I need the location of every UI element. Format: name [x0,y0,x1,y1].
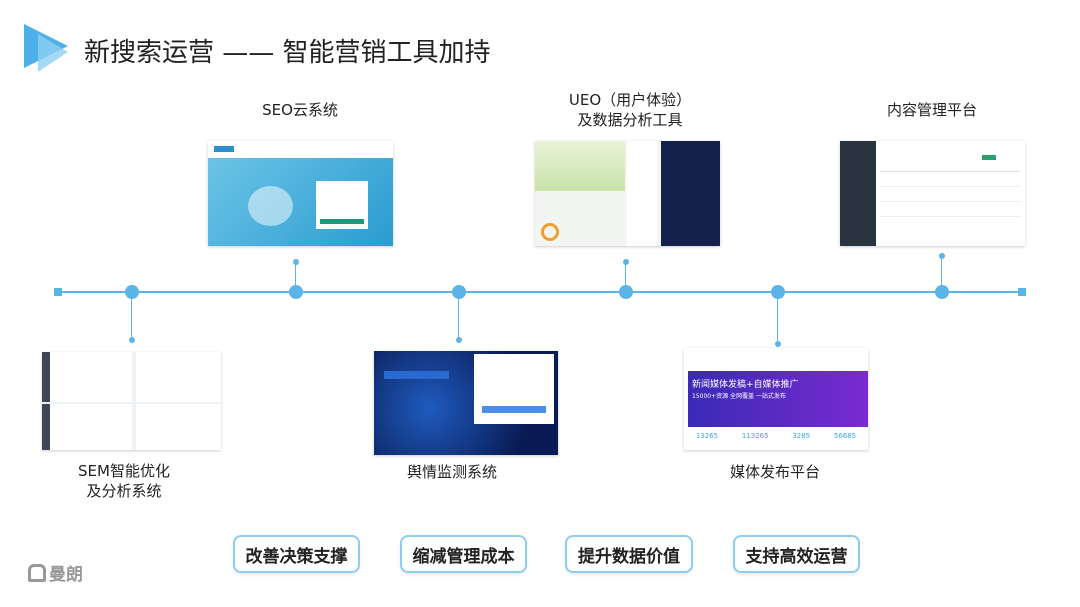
media-stat: 13265 [695,432,719,440]
label-sem-line2: 及分析系统 [86,482,162,500]
seo-login-box [316,181,368,229]
connector-yuqing-end [456,337,462,343]
media-banner: 新闻媒体发稿+自媒体推广 15000+资源 全网覆盖 一站式发布 [688,371,868,427]
timeline-start-marker [54,288,62,296]
media-headline: 新闻媒体发稿+自媒体推广 [692,380,799,390]
timeline-node-yuqing [452,285,466,299]
ueo-chart [535,141,625,191]
timeline-axis [58,291,1022,293]
slide-logo-triangles-icon [24,24,68,72]
ueo-donut [541,223,559,241]
connector-media [777,292,778,344]
timeline-node-content [935,285,949,299]
connector-seo-end [293,259,299,265]
ueo-dark-panel [661,141,720,246]
label-sem: SEM智能优化及分析系统 [78,461,170,501]
label-ueo: UEO（用户体验） 及数据分析工具 [569,90,691,130]
connector-ueo-end [623,259,629,265]
seo-illustration [248,186,293,226]
company-logo-text: 曼朗 [49,565,83,585]
connector-content-end [939,253,945,259]
label-seo: SEO云系统 [262,101,338,119]
benefit-reduce-cost: 缩减管理成本 [400,535,527,573]
ueo-list [627,141,657,246]
connector-ueo [625,262,626,292]
label-media: 媒体发布平台 [729,463,821,481]
label-ueo-line2: 及数据分析工具 [577,111,683,129]
connector-media-end [775,341,781,347]
content-screenshot [840,141,1025,246]
timeline-end-marker [1018,288,1026,296]
page-title: 新搜索运营 —— 智能营销工具加持 [84,38,491,68]
timeline-node-ueo [619,285,633,299]
media-stat: 113265 [741,432,769,440]
yuqing-banner [384,371,449,379]
timeline-node-sem [125,285,139,299]
media-subline: 15000+资源 全网覆盖 一站式发布 [692,393,786,400]
connector-seo [295,262,296,292]
timeline-node-media [771,285,785,299]
yuqing-screenshot [374,351,558,455]
seo-screenshot [208,141,393,246]
benefit-efficient-ops: 支持高效运营 [733,535,860,573]
label-content: 内容管理平台 [886,101,978,119]
benefit-data-value: 提升数据价值 [565,535,693,573]
media-stat: 3285 [792,432,811,440]
label-sem-line1: SEM智能优化 [78,462,170,480]
ueo-screenshot [535,141,720,246]
seo-logo [214,146,234,152]
company-logo: 曼朗 [28,560,83,585]
label-yuqing: 舆情监测系统 [406,463,498,481]
connector-sem [131,292,132,340]
company-logo-icon [28,563,46,582]
label-ueo-line1: UEO（用户体验） [568,91,692,109]
content-sidebar [840,141,876,246]
connector-content [941,256,942,292]
yuqing-login-box [474,354,554,424]
connector-yuqing [458,292,459,340]
benefit-decision-support: 改善决策支撑 [233,535,360,573]
media-stat: 56685 [833,432,857,440]
media-screenshot: 新闻媒体发稿+自媒体推广 15000+资源 全网覆盖 一站式发布 13265 1… [684,348,868,450]
connector-sem-end [129,337,135,343]
sem-screenshot [42,352,221,450]
timeline-node-seo [289,285,303,299]
